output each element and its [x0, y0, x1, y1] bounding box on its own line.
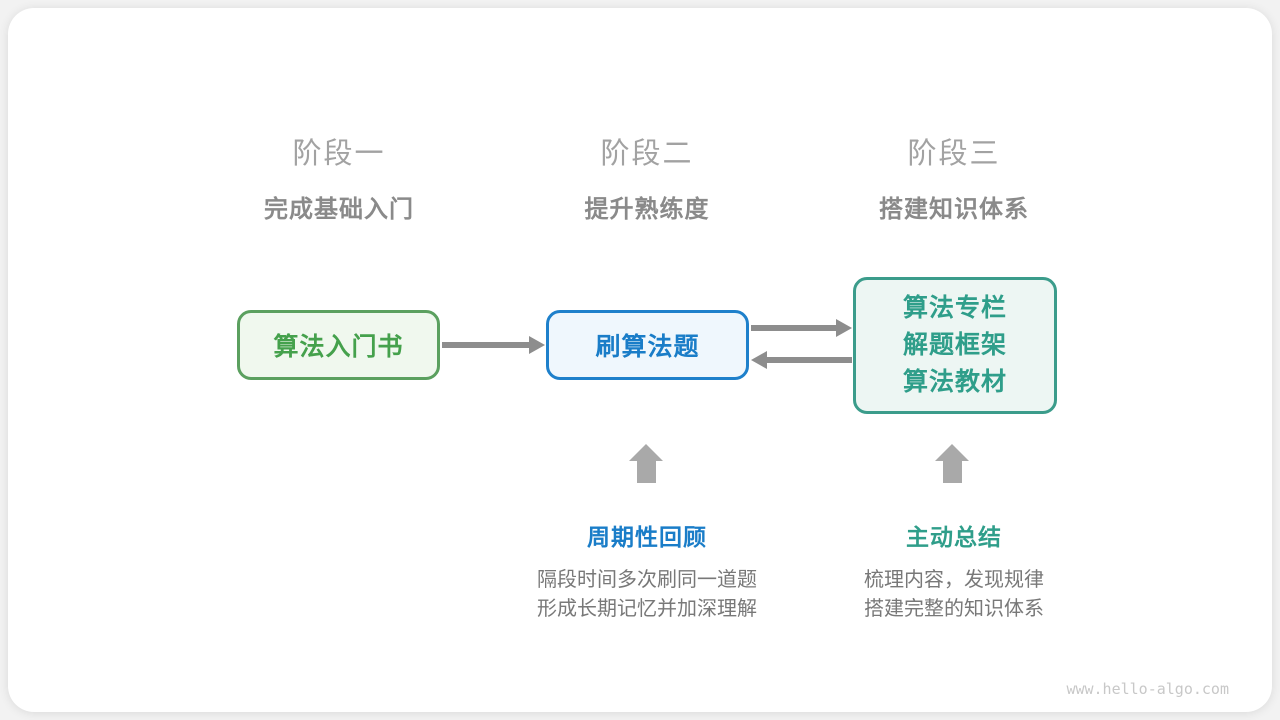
summarize-description-line-2: 搭建完整的知识体系	[864, 598, 1044, 620]
up-arrow-head-icon	[935, 444, 969, 461]
stage-1-title: 阶段一	[292, 138, 386, 170]
arrow-shaft	[751, 325, 839, 331]
node-resources-line-2: 解题框架	[902, 331, 1007, 359]
node-resources-line-3: 算法教材	[902, 368, 1007, 396]
up-arrow-shaft	[942, 461, 962, 483]
arrow-head-right-icon	[529, 336, 545, 354]
stage-3-subtitle: 搭建知识体系	[879, 196, 1029, 223]
up-arrow-summarize-icon	[935, 444, 969, 483]
stage-1-header: 阶段一 完成基础入门	[264, 130, 414, 224]
arrow-head-right-icon	[836, 319, 852, 337]
summarize-description-line-1: 梳理内容，发现规律	[864, 569, 1044, 591]
node-practice: 刷算法题	[546, 310, 749, 380]
up-arrow-review-icon	[629, 444, 663, 483]
arrow-head-left-icon	[751, 351, 767, 369]
stage-2-title: 阶段二	[600, 138, 694, 170]
arrow-resources-to-practice-icon	[751, 351, 852, 369]
arrow-practice-to-resources-icon	[751, 319, 852, 337]
arrow-shaft	[764, 357, 852, 363]
node-resources: 算法专栏 解题框架 算法教材	[853, 277, 1057, 414]
node-practice-label: 刷算法题	[595, 333, 700, 361]
stage-3-title: 阶段三	[907, 138, 1001, 170]
node-intro-book-label: 算法入门书	[273, 333, 404, 361]
diagram-card: 阶段一 完成基础入门 阶段二 提升熟练度 阶段三 搭建知识体系 算法入门书 刷算…	[8, 8, 1272, 712]
review-description-line-2: 形成长期记忆并加深理解	[537, 598, 757, 620]
stage-2-header: 阶段二 提升熟练度	[585, 130, 710, 224]
review-label: 周期性回顾	[587, 524, 707, 550]
review-description-line-1: 隔段时间多次刷同一道题	[537, 569, 757, 591]
up-arrow-shaft	[636, 461, 656, 483]
review-description: 隔段时间多次刷同一道题 形成长期记忆并加深理解	[537, 566, 757, 624]
site-watermark: www.hello-algo.com	[1066, 680, 1229, 698]
up-arrow-head-icon	[629, 444, 663, 461]
summarize-label: 主动总结	[906, 524, 1002, 550]
arrow-intro-to-practice-icon	[442, 336, 545, 354]
summarize-description: 梳理内容，发现规律 搭建完整的知识体系	[864, 566, 1044, 624]
stage-2-subtitle: 提升熟练度	[584, 196, 710, 223]
stage-1-subtitle: 完成基础入门	[264, 196, 414, 223]
stage-3-header: 阶段三 搭建知识体系	[879, 130, 1029, 224]
node-intro-book: 算法入门书	[237, 310, 440, 380]
node-resources-line-1: 算法专栏	[902, 294, 1007, 322]
arrow-shaft	[442, 342, 532, 348]
